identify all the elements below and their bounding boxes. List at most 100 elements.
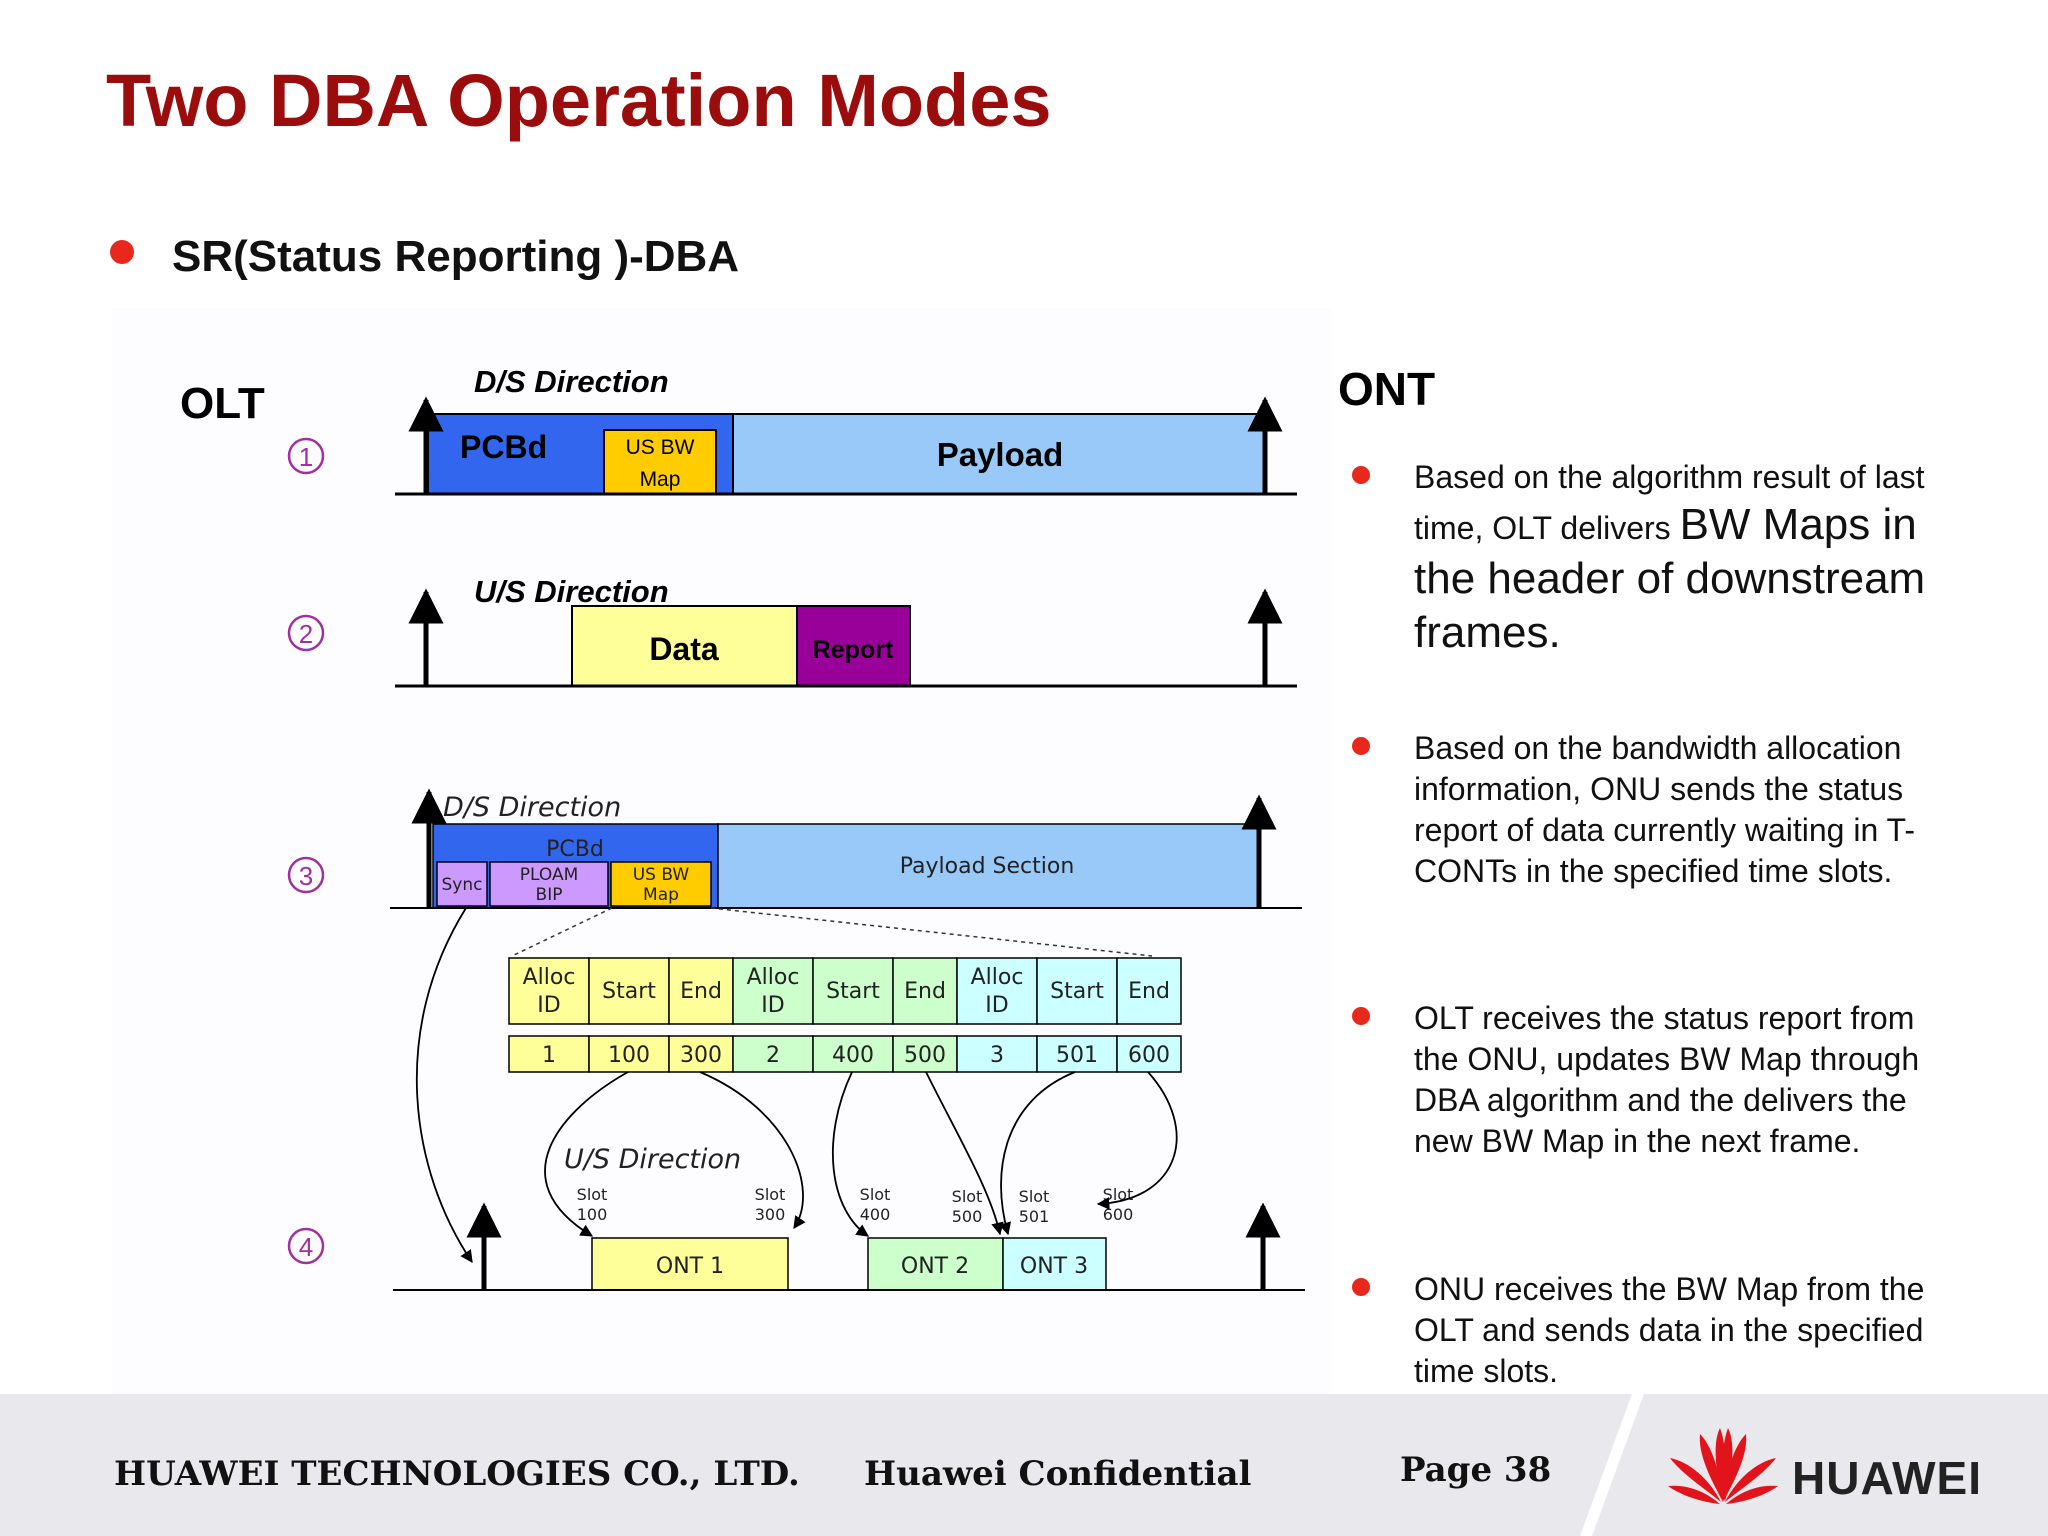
zoom-line-right	[710, 907, 1153, 957]
bwmap-value-label: 600	[1128, 1043, 1170, 1068]
ont3-block	[1002, 1237, 1107, 1291]
row1-usbw-block	[603, 429, 717, 495]
end300-arrow	[699, 1071, 806, 1230]
bullet-1-text: Based on the algorithm result of last ti…	[1414, 457, 1954, 660]
row3-direction: D/S Direction	[443, 792, 621, 823]
row1-usbw-line1: US BW	[626, 436, 695, 459]
slot-label: Slot	[860, 1185, 891, 1204]
ont1-label: ONT 1	[656, 1254, 724, 1279]
slot-label: Slot	[755, 1185, 786, 1204]
row2-report-label: Report	[813, 636, 894, 664]
footer-confidential: Huawei Confidential	[864, 1454, 1252, 1494]
start400-arrow	[831, 1071, 870, 1237]
bwmap-header-cell	[956, 957, 1038, 1025]
start100-arrow	[544, 1071, 629, 1237]
footer-page: Page 38	[1400, 1450, 1552, 1490]
bwmap-header-cell	[508, 957, 590, 1025]
row3-sync-label: Sync	[442, 875, 483, 895]
step-4-circle	[287, 1227, 325, 1265]
bwmap-header-label: Start	[1050, 979, 1104, 1004]
bullet-1-part2: BW Maps in the header of downstream fram…	[1414, 500, 1926, 657]
end500-arrow	[925, 1071, 1004, 1236]
bullet-dot	[110, 240, 134, 264]
slot-label: Slot	[952, 1187, 983, 1206]
row2-direction: U/S Direction	[474, 574, 669, 609]
row2-data-block	[571, 605, 798, 687]
bullet-2-text: Based on the bandwidth allocation inform…	[1414, 730, 1915, 889]
row1-direction: D/S Direction	[474, 364, 669, 399]
bwmap-value-label: 2	[766, 1043, 780, 1068]
row3-pcbd-label: PCBd	[546, 837, 604, 862]
step-1-digit: 1	[299, 442, 313, 472]
bwmap-header-label: End	[904, 979, 946, 1004]
bwmap-header-cell	[588, 957, 670, 1025]
row1-pcbd-label: PCBd	[460, 429, 547, 465]
bwmap-value-label: 100	[608, 1043, 650, 1068]
bwmap-value-cell	[508, 1035, 590, 1073]
dba-diagram: .lbl{font-family:"Liberation Sans",sans-…	[180, 364, 1305, 1291]
bwmap-value-label: 3	[990, 1043, 1004, 1068]
bullet-4-text: ONU receives the BW Map from the OLT and…	[1414, 1271, 1925, 1389]
slot-label: 300	[755, 1205, 786, 1224]
bwmap-value-cell	[668, 1035, 734, 1073]
ont-label: ONT	[1338, 363, 1436, 415]
bwmap-value-cell	[588, 1035, 670, 1073]
step-3-circle	[287, 856, 325, 894]
step-3-digit: 3	[299, 861, 313, 891]
ont2-block	[867, 1237, 1004, 1291]
slide-subtitle: SR(Status Reporting )-DBA	[172, 232, 740, 281]
step-1-circle	[287, 437, 325, 475]
bwmap-header-label: End	[1128, 979, 1170, 1004]
row4-slot-labels: Slot100Slot300Slot400Slot500Slot501Slot6…	[577, 1185, 1134, 1226]
bwmap-value-cell	[1116, 1035, 1182, 1073]
ont2-label: ONT 2	[901, 1254, 969, 1279]
row3-ploam-line1: PLOAM	[520, 865, 579, 885]
bwmap-value-label: 300	[680, 1043, 722, 1068]
row3-payload-label: Payload Section	[900, 854, 1075, 879]
row1-usbw-line2: Map	[640, 468, 681, 491]
bwmap-value-label: 501	[1056, 1043, 1098, 1068]
row3-payload-block	[717, 823, 1259, 909]
bwmap-value-label: 500	[904, 1043, 946, 1068]
slot-label: 100	[577, 1205, 608, 1224]
slot-label: 600	[1103, 1205, 1134, 1224]
bwmap-header-label: End	[680, 979, 722, 1004]
bwmap-header-label: Alloc	[971, 965, 1024, 990]
bwmap-header-label: Start	[602, 979, 656, 1004]
bullet-3-dot	[1352, 1007, 1370, 1025]
bwmap-header-cell	[668, 957, 734, 1025]
bwmap-header-label: ID	[761, 993, 784, 1018]
bwmap-header-cell	[812, 957, 894, 1025]
footer-company: HUAWEI TECHNOLOGIES CO., LTD.	[114, 1454, 800, 1494]
ont1-block	[591, 1237, 789, 1291]
step-2-digit: 2	[299, 619, 313, 649]
row4-direction: U/S Direction	[564, 1144, 741, 1175]
row3-usbw-block	[610, 861, 712, 907]
row2-data-label: Data	[649, 631, 719, 667]
bwmap-value-cell	[956, 1035, 1038, 1073]
bullet-2-dot	[1352, 737, 1370, 755]
start501-arrow	[998, 1071, 1076, 1236]
bwmap-value-cell	[732, 1035, 814, 1073]
bullet-3-text: OLT receives the status report from the …	[1414, 1000, 1920, 1159]
bwmap-header-cell	[732, 957, 814, 1025]
sync-to-frame-arrow	[415, 907, 473, 1264]
row3-ploam-block	[489, 861, 609, 907]
footer-divider	[1580, 1394, 1644, 1536]
slide-title: Two DBA Operation Modes	[106, 59, 1052, 142]
row2-report-block	[796, 605, 911, 687]
bwmap-header-label: ID	[985, 993, 1008, 1018]
huawei-logo-icon	[1668, 1428, 1778, 1504]
bwmap-header-label: Alloc	[747, 965, 800, 990]
bullet-1-dot	[1352, 466, 1370, 484]
bwmap-value-label: 400	[832, 1043, 874, 1068]
step-2-circle	[287, 614, 325, 652]
bwmap-header-cell	[1036, 957, 1118, 1025]
bwmap-header-label: Start	[826, 979, 880, 1004]
bwmap-header-label: Alloc	[523, 965, 576, 990]
end600-arrow	[1096, 1071, 1178, 1210]
row3-usbw-line2: Map	[643, 885, 679, 905]
row3-usbw-line1: US BW	[633, 865, 690, 885]
slot-label: 501	[1019, 1207, 1050, 1226]
